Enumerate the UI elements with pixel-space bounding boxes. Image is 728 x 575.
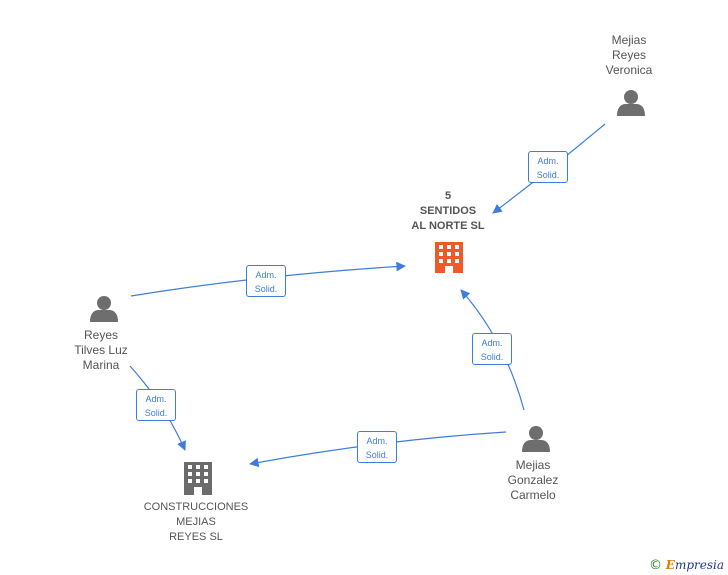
person-veronica-label[interactable]: Mejias Reyes Veronica	[605, 33, 653, 77]
edge-label-carmelo-to-construcciones[interactable]: Adm. Solid.	[357, 431, 397, 463]
person-carmelo-label[interactable]: Mejias Gonzalez Carmelo	[507, 458, 559, 502]
person-reyes-marina-label[interactable]: Reyes Tilves Luz Marina	[74, 328, 128, 372]
copyright-icon: ©	[648, 558, 662, 573]
brand-footer: © Empresia	[649, 558, 724, 573]
edge-label-carmelo-to-main[interactable]: Adm. Solid.	[472, 333, 512, 365]
person-icon[interactable]	[617, 90, 645, 116]
person-icon[interactable]	[90, 296, 118, 322]
brand-name: mpresia	[674, 558, 724, 572]
edge-label-veronica-to-main[interactable]: Adm. Solid.	[528, 151, 568, 183]
brand-initial: E	[665, 558, 675, 572]
person-icon[interactable]	[522, 426, 550, 452]
building-icon[interactable]	[435, 242, 463, 273]
edge-label-marina-to-construcciones[interactable]: Adm. Solid.	[136, 389, 176, 421]
building-icon[interactable]	[184, 462, 212, 495]
company-main-label[interactable]: 5 SENTIDOS AL NORTE SL	[411, 190, 485, 232]
edge-label-marina-to-main[interactable]: Adm. Solid.	[246, 265, 286, 297]
company-construcciones-label[interactable]: CONSTRUCCIONES MEJIAS REYES SL	[143, 501, 249, 543]
